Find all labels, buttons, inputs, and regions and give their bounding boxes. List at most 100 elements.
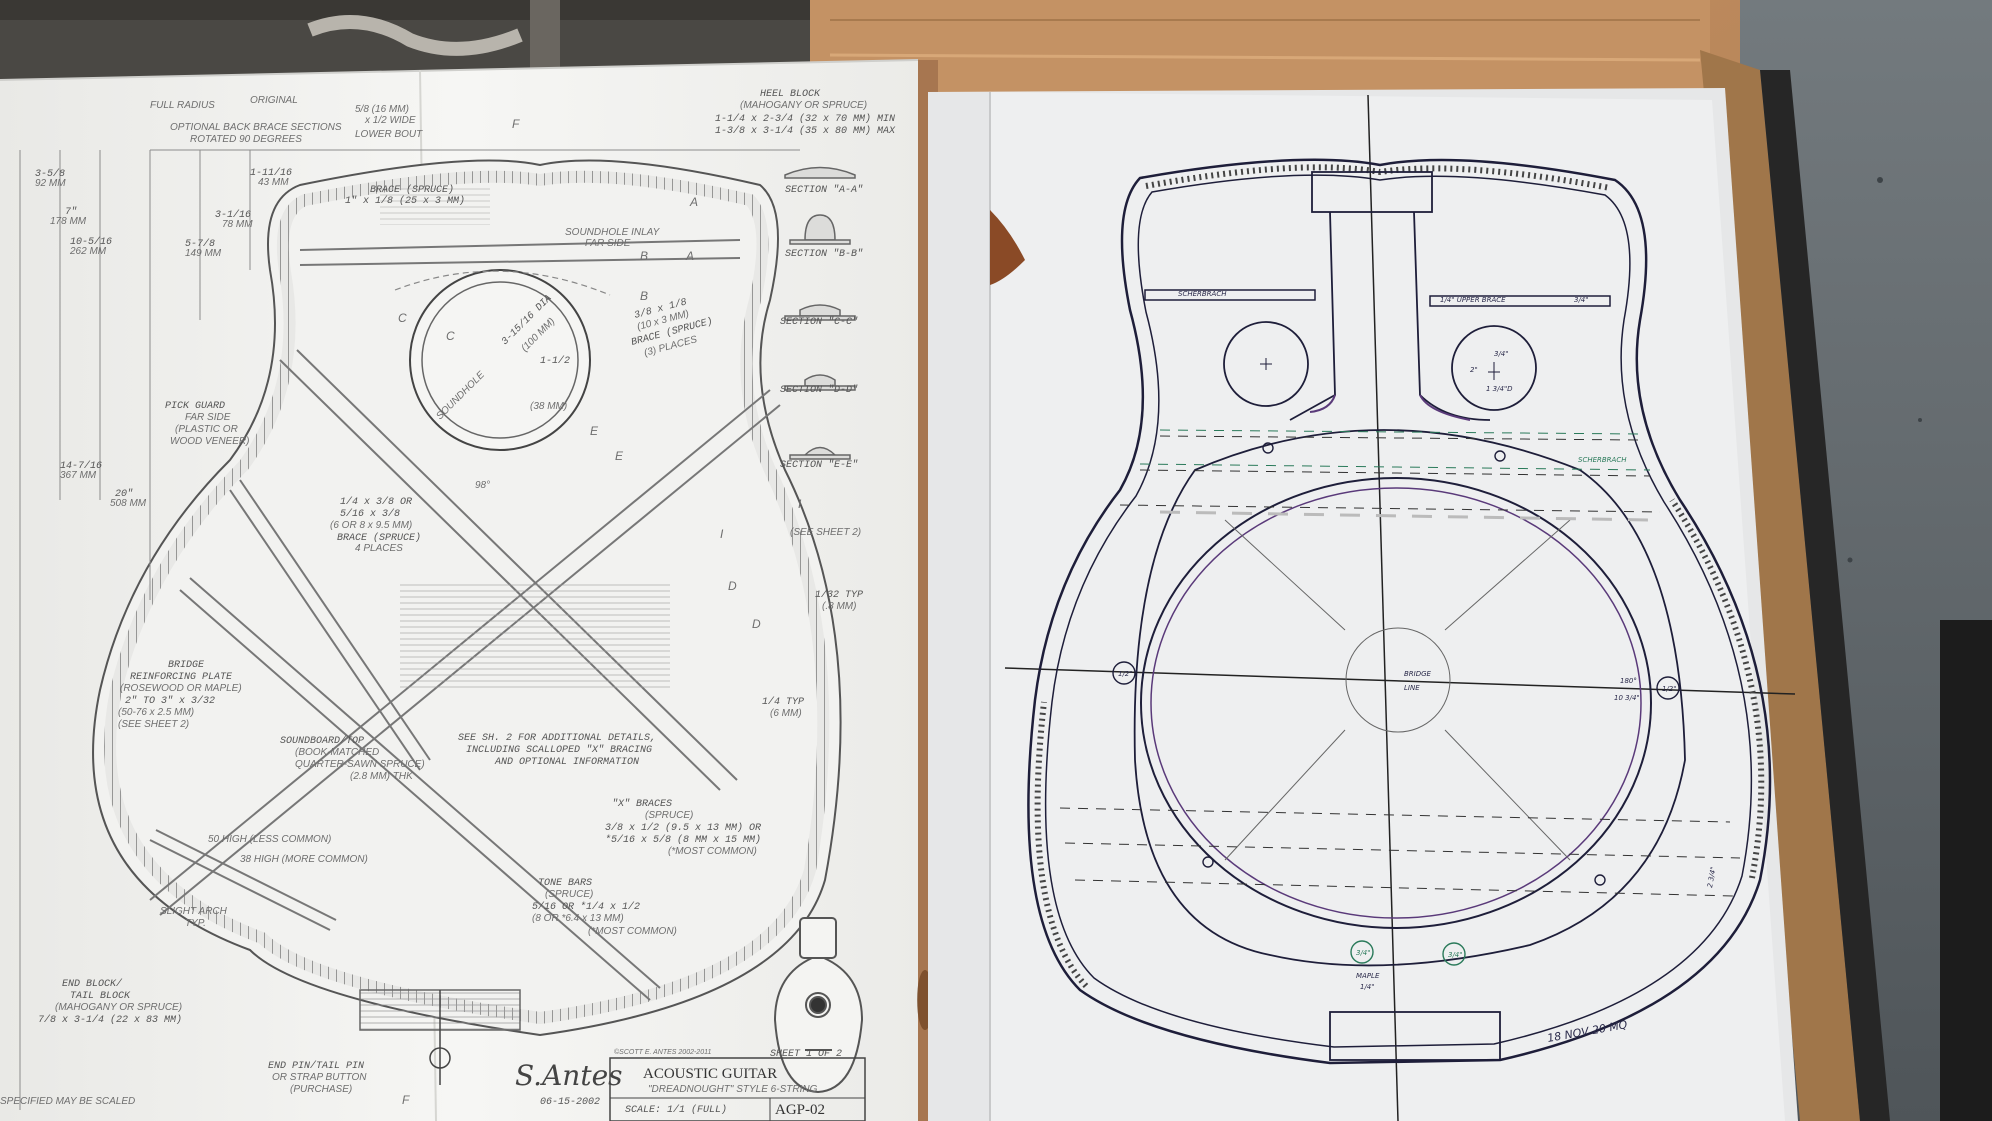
section-c-label: SECTION "C-C" <box>780 316 858 328</box>
marker-f2: F <box>402 1093 410 1107</box>
brace-top-dim: 1" x 1/8 (25 x 3 MM) <box>345 195 465 207</box>
pick-guard-mat: (PLASTIC OR <box>175 424 238 435</box>
marker-e1: E <box>590 424 599 438</box>
end-block-title1: END BLOCK/ <box>62 978 123 990</box>
bridge-plate-title1: BRIDGE <box>168 660 205 671</box>
marker-c2: C <box>446 329 455 343</box>
marker-b2: B <box>640 289 648 303</box>
marker-f1: F <box>512 117 520 131</box>
end-block-title2: TAIL BLOCK <box>70 991 131 1002</box>
soundhole-inlay-label: SOUNDHOLE INLAY <box>565 227 661 238</box>
signature: S.Antes <box>515 1059 623 1092</box>
label-right-brace: 1/4" UPPER BRACE <box>1440 296 1506 304</box>
dim-3-5-8-mm: 92 MM <box>35 178 66 189</box>
label-maple: MAPLE <box>1356 972 1380 980</box>
x-braces-dim2: *5/16 x 5/8 (8 MM x 15 MM) <box>605 834 761 846</box>
bridge-plate-dim: 2" TO 3" x 3/32 <box>125 695 215 707</box>
dim-10-5-16: 10-5/16 <box>70 236 112 248</box>
heel-block-material: (MAHOGANY OR SPRUCE) <box>740 100 867 111</box>
title-block-title: ACOUSTIC GUITAR <box>643 1066 777 1082</box>
label-hole-c: 1 3/4"D <box>1486 385 1513 393</box>
label-bridge: BRIDGE <box>1404 670 1432 678</box>
end-pin-title3: (PURCHASE) <box>290 1084 352 1095</box>
dim-20: 20" <box>115 488 133 500</box>
pick-guard-mat2: WOOD VENEER) <box>170 436 249 447</box>
marker-a2: A <box>685 249 694 263</box>
title-block <box>609 1057 866 1121</box>
marker-b1: B <box>640 249 648 263</box>
x-braces-title: "X" BRACES <box>612 798 672 810</box>
tone-bars-dim2: (8 OR *6.4 x 13 MM) <box>532 913 624 924</box>
pick-guard-side: FAR SIDE <box>185 412 231 423</box>
label-right-lower: 2 3/4" <box>1706 866 1718 888</box>
soundboard-mat2: QUARTER-SAWN SPRUCE) <box>295 759 425 770</box>
dim-5-7-8-mm: 149 MM <box>185 248 222 259</box>
label-bottom-right-circle: 3/4" <box>1448 951 1463 959</box>
marker-e2: E <box>615 449 624 463</box>
label-hole-b: 2" <box>1470 366 1478 374</box>
heel-block-dim-max: 1-3/8 x 3-1/4 (35 x 80 MM) MAX <box>715 125 896 137</box>
soundhole-offset: 1-1/2 <box>540 355 570 367</box>
note-optional-braces: OPTIONAL BACK BRACE SECTIONS <box>170 122 342 133</box>
marker-d2: D <box>752 617 761 631</box>
label-bottom-left-circle: 3/4" <box>1356 949 1371 957</box>
brace-1-4-count: 4 PLACES <box>355 543 403 554</box>
brace-1-4-title: BRACE (SPRUCE) <box>337 532 421 544</box>
label-left-brace: SCHERBRACH <box>1178 290 1227 298</box>
heel-block-title: HEEL BLOCK <box>760 89 821 100</box>
title-block-subtitle: "DREADNOUGHT" STYLE 6-STRING <box>648 1084 818 1095</box>
high-38: 38 HIGH (MORE COMMON) <box>240 854 368 865</box>
section-e-label: SECTION "E-E" <box>780 459 858 471</box>
thickness-1-32: 1/32 TYP <box>815 589 863 601</box>
x-braces-mat: (SPRUCE) <box>645 810 693 821</box>
dim-7: 7" <box>65 206 77 218</box>
tone-bars-note: (*MOST COMMON) <box>588 926 677 937</box>
dim-half-wide: x 1/2 WIDE <box>364 115 416 126</box>
angle-98: 98° <box>475 480 490 491</box>
brace-1-4-mm: (6 OR 8 x 9.5 MM) <box>330 520 412 531</box>
high-50: 50 HIGH (LESS COMMON) <box>208 834 331 845</box>
soundboard-thk: (2.8 MM) THK <box>350 771 414 782</box>
tone-bars-title: TONE BARS <box>538 878 592 889</box>
tone-bars-dim1: 5/16 OR *1/4 x 1/2 <box>532 901 640 913</box>
see-sheet-2: (SEE SHEET 2) <box>790 527 861 538</box>
right-upper-hole <box>1451 325 1537 411</box>
bridge-plate-title2: REINFORCING PLATE <box>130 672 233 683</box>
dim-3-1-16-mm: 78 MM <box>222 219 253 230</box>
see-sh2-line1: SEE SH. 2 FOR ADDITIONAL DETAILS, <box>458 733 656 744</box>
label-full-radius: FULL RADIUS <box>150 100 215 111</box>
soundhole-offset-mm: (38 MM) <box>530 401 567 412</box>
dim-5-7-8: 5-7/8 <box>185 238 215 250</box>
label-right-mid: SCHERBRACH <box>1578 456 1627 464</box>
label-right-circle: 1/2" <box>1662 685 1677 693</box>
title-block-dwg: AGP-02 <box>775 1102 825 1118</box>
marker-i1: I <box>720 527 724 541</box>
marker-c1: C <box>398 311 407 325</box>
copyright: ©SCOTT E. ANTES 2002-2011 <box>614 1048 711 1056</box>
title-block-sheet: SHEET 1 OF 2 <box>770 1049 842 1060</box>
tone-bars-mat: (SPRUCE) <box>545 889 593 900</box>
tracing-board: SCHERBRACH 1/4" UPPER BRACE 3/4" 2" 1 3/… <box>928 88 1798 1121</box>
marker-d1: D <box>728 579 737 593</box>
section-d-label: SECTION "D-D" <box>780 384 858 396</box>
note-rotated: ROTATED 90 DEGREES <box>190 134 302 145</box>
brace-1-4-dim1: 1/4 x 3/8 OR <box>340 496 412 508</box>
guitar-blueprint-sheet: FULL RADIUS ORIGINAL 5/8 (16 MM) x 1/2 W… <box>0 59 922 1121</box>
section-a-label: SECTION "A-A" <box>785 184 863 196</box>
label-hole-a: 3/4" <box>1494 350 1509 358</box>
dim-5-8: 5/8 (16 MM) <box>355 104 409 115</box>
thickness-1-4-mm: (6 MM) <box>770 708 802 719</box>
section-details <box>784 166 856 460</box>
label-maple-dim: 1/4" <box>1360 983 1375 991</box>
title-block-scale: SCALE: 1/1 (FULL) <box>625 1104 727 1116</box>
soundboard-mat1: (BOOK-MATCHED <box>295 747 379 758</box>
bottom-note: SPECIFIED MAY BE SCALED <box>0 1096 135 1107</box>
label-left-circle: 1/2" <box>1118 670 1133 678</box>
label-line: LINE <box>1404 684 1420 692</box>
dim-14-7-16: 14-7/16 <box>60 460 102 472</box>
heel-block-dim-min: 1-1/4 x 2-3/4 (32 x 70 MM) MIN <box>715 113 895 125</box>
note-lower-bout: LOWER BOUT <box>355 129 423 140</box>
dim-10-5-16-mm: 262 MM <box>69 246 107 257</box>
left-upper-hole <box>1223 321 1309 407</box>
label-right-top: 3/4" <box>1574 296 1589 304</box>
